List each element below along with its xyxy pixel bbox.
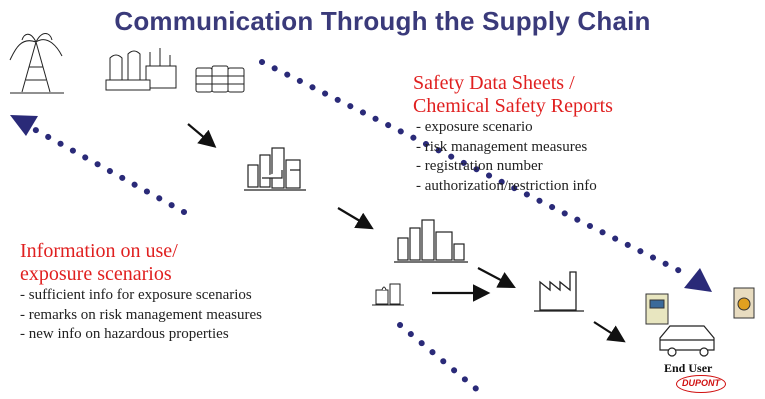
small-plant-icon	[372, 283, 404, 306]
oil-well-icon	[9, 33, 64, 94]
lower-dotted-line	[397, 322, 483, 395]
downstream-item: - risk management measures	[416, 138, 588, 155]
downstream-item: - authorization/restriction info	[416, 177, 597, 194]
upstream-item: - sufficient info for exposure scenarios	[20, 287, 252, 303]
drums-icon	[195, 65, 245, 93]
end-user-label: End User	[664, 361, 713, 375]
refinery-icon	[105, 48, 177, 91]
factory-icon	[534, 271, 584, 312]
downstream-info-block: Safety Data Sheets / Chemical Safety Rep…	[413, 72, 613, 196]
page-title: Communication Through the Supply Chain	[114, 6, 651, 36]
upstream-heading-line-1: Information on use/	[20, 240, 178, 262]
downstream-item: - registration number	[416, 158, 543, 174]
flow-arrows	[187, 123, 626, 343]
formulator-plant-icon	[394, 219, 468, 263]
upstream-heading-line-2: exposure scenarios	[20, 263, 172, 285]
downstream-item: - exposure scenario	[416, 119, 533, 135]
upstream-item: - remarks on risk management measures	[20, 306, 262, 323]
downstream-heading-line-1: Safety Data Sheets /	[413, 72, 575, 94]
end-user-car-icon	[659, 325, 715, 357]
upstream-item: - new info on hazardous properties	[20, 326, 229, 342]
dupont-logo: DUPONT	[676, 375, 726, 393]
upstream-info-block: Information on use/ exposure scenarios -…	[20, 240, 262, 345]
downstream-dotted-arrow	[259, 59, 712, 292]
end-user-products-icon	[645, 287, 755, 325]
chemical-plant-icon	[244, 147, 306, 191]
upstream-dotted-arrow	[10, 115, 187, 215]
downstream-heading-line-2: Chemical Safety Reports	[413, 95, 613, 117]
